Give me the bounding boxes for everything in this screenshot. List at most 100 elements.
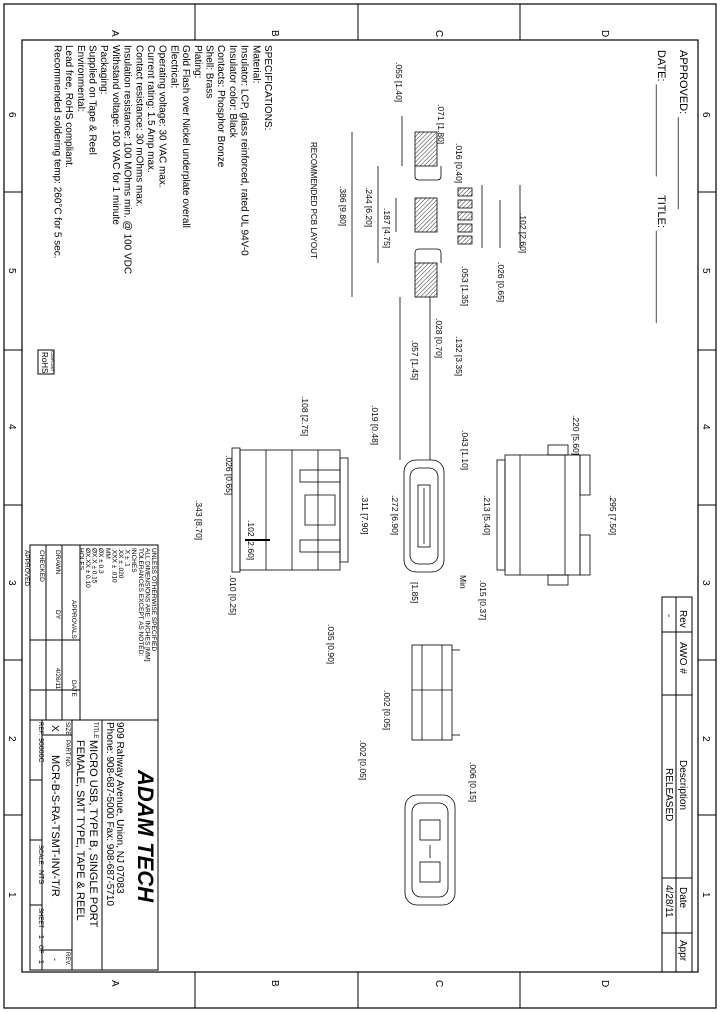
spec-line: Plating: [192,45,203,78]
end-view [404,794,456,906]
rohs-logo: RoHS COMPLIANT [37,349,55,375]
view-dimension-labels: .108 [2.75] .019 [0.48] .043 [1.10] .220… [194,396,618,802]
view-dim-5: .295 [7.50] [608,495,618,535]
sheet-label: SHEET [37,908,43,928]
view-dim-9: .213 [5.40] [482,495,492,535]
view-dim-14: [1.85] [410,582,420,603]
pcb-dim-1: .055 [1.40] [394,62,404,102]
approved-label: APPROVED [23,550,30,586]
view-dim-1: .108 [2.75] [300,396,310,436]
date-header: Date [677,887,688,909]
zone-letter-b-top: B [269,30,280,37]
connector-side-view [231,447,349,573]
pcb-signal-pad-2 [457,199,473,209]
connector-top-view [496,444,591,586]
spec-line: Insulator: LCP, glass reinforced, rated … [239,45,250,256]
pcb-pad-top [414,131,438,167]
zone-number-5-left: 5 [6,268,17,274]
spec-line: Insulation resistance: 100 MOhms min. @ … [122,45,133,274]
view-dim-12: .010 [0.25] [228,575,238,615]
pcb-dim-3: .016 [0.40] [454,143,464,183]
view-dim-8: .272 [6.90] [390,495,400,535]
title-block: ADAM TECH 909 Rahway Avenue, Union, NJ 0… [29,719,159,971]
part-no-value: MCR-B-S-RA-TSMT-INV-T/R [49,755,61,897]
tolerance-line: ØX ± 0.3 [97,548,104,574]
view-dim-16: .002 [0.05] [382,690,392,730]
pcb-signal-pad-5 [457,235,473,245]
pcb-dim-4: .102 [2.60] [518,213,528,253]
tolerance-line: ALL DIMENSIONS ARE: INCHES [MM] [143,548,150,662]
zone-number-4-left: 4 [6,424,17,430]
outer-border [3,3,717,1009]
zone-number-6-left: 6 [6,112,17,118]
tolerance-line: TOLERANCES EXCEPT AS NOTED: [137,548,144,656]
title-label: TITLE [92,722,98,738]
ref-value: 90000C [37,738,44,763]
view-dim-2: .019 [0.48] [370,405,380,445]
zone-letter-c-bottom: C [433,980,444,987]
scale-value: NTS [37,870,44,884]
appr-header: Appr [677,940,688,962]
tape-detail-view [411,644,460,741]
spec-line: Gold Flash over Nickel underplate overal… [180,45,191,228]
rev-header: Rev [677,610,688,628]
drawn-label: DRAWN [54,550,61,575]
sheet-value: 1 [37,935,44,939]
zone-letter-b-bottom: B [269,980,280,987]
spec-line: SPECIFICATIONS: [262,45,273,130]
zone-number-1-left: 1 [6,892,17,898]
pcb-dimension-labels: .055 [1.40] .071 [1.80] .016 [0.40] .102… [309,62,528,380]
size-value: X [49,725,60,732]
view-dim-3: .043 [1.10] [460,430,470,470]
pcb-dim-12: .057 [1.45] [410,340,420,380]
title-line-1: MICRO USB, TYPE B, SINGLE PORT [87,740,99,928]
rev-value-title: - [50,958,60,961]
spec-line: Environmental: [75,45,86,112]
pcb-dim-2: .071 [1.80] [436,104,446,144]
spec-line: Lead free, RoHS compliant. [63,45,74,168]
rev-value: - [663,614,674,617]
of-label: OF [37,945,43,954]
description-header: Description [677,760,688,810]
drawn-date: 4/26/11 [54,668,61,690]
rev-label: REV. [64,952,70,966]
pcb-dim-8: .244 [6.20] [364,187,374,227]
zone-number-1-right: 1 [700,892,711,898]
checked-label: CHECKED [38,550,45,582]
approvals-date-label: DATE [70,680,77,698]
awo-header: AWO # [677,642,688,674]
ref-label: REF. [37,722,43,735]
view-dim-15: .035 [0.90] [326,624,336,664]
view-dim-11: .102 [2.60] [246,520,256,560]
approvals-label: APPROVALS [70,600,77,640]
view-dim-10: .343 [8.70] [194,500,204,540]
zone-number-6-right: 6 [700,112,711,118]
pcb-dim-5: .026 [0.65] [496,262,506,302]
view-dim-18: .002 [0.05] [358,740,368,780]
pcb-signal-pad-4 [457,223,473,233]
spec-line: Insulator color: Black [227,45,238,139]
tolerance-line: INCHES [130,548,137,573]
tolerance-line: .XX ± .020 [117,548,124,579]
part-no-label: PART NO. [64,740,70,768]
pcb-dim-11: .132 [3.35] [454,336,464,376]
date-field: DATE: _______________ [655,50,667,177]
zone-ticks [4,4,716,1008]
zone-letter-c-top: C [433,30,444,37]
zone-letter-d-bottom: D [599,980,610,987]
rohs-logo-subtext: COMPLIANT [50,351,54,372]
zone-number-2-right: 2 [700,736,711,742]
date-value: 4/28/11 [663,885,674,918]
pcb-dim-6: .053 [1.35] [460,266,470,306]
tolerance-line: MM [104,548,111,559]
pcb-dim-9: .386 [9.80] [338,186,348,226]
zone-letter-a-bottom: A [109,980,120,987]
of-value: 1 [37,960,44,964]
spec-line: Contacts: Phosphor Bronze [215,45,226,168]
drawn-name: DY [54,610,61,620]
company-name: ADAM TECH [133,769,158,903]
view-dim-13: .015 [0.37] [478,580,488,620]
view-dim-7: .311 [7.90] [360,495,370,535]
